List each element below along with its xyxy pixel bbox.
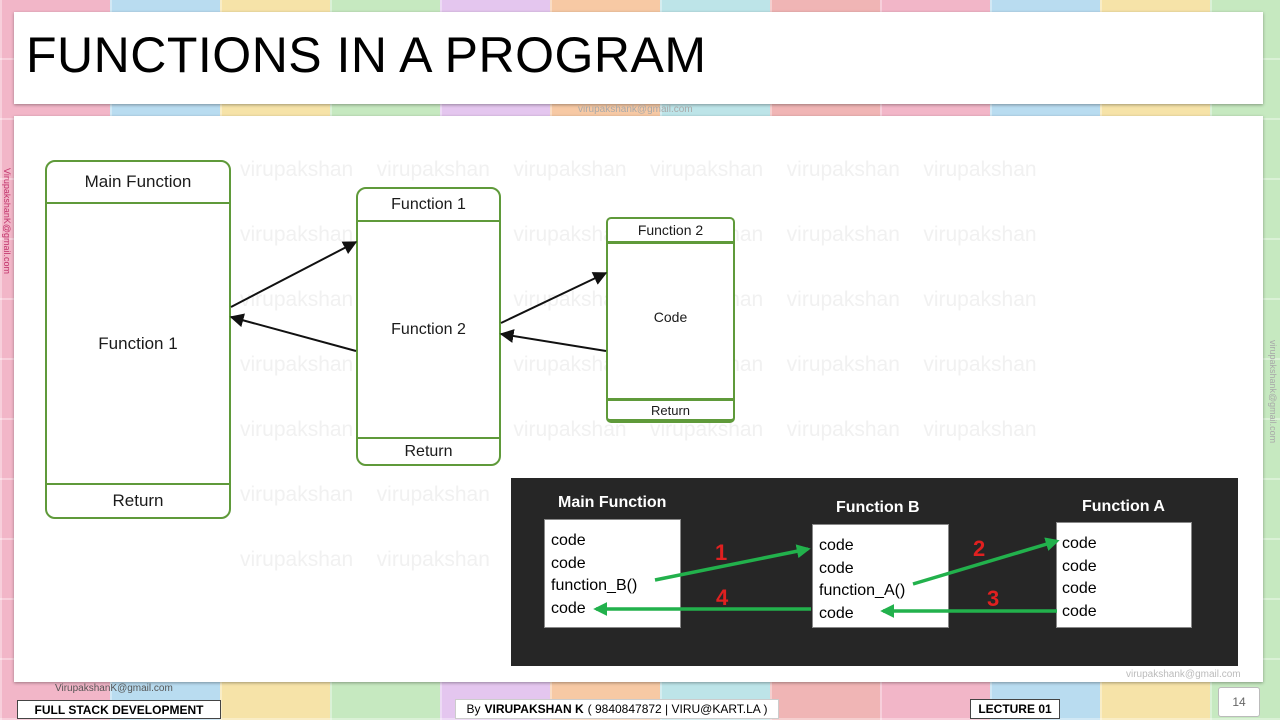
- function2-header: Function 2: [608, 219, 733, 244]
- code-line: code: [1062, 535, 1097, 552]
- step-3-label: 3: [987, 586, 1000, 611]
- call-main-title: Main Function: [558, 494, 667, 511]
- call-flow-panel: Main Function Function B Function A code…: [511, 478, 1238, 666]
- lecture-label: LECTURE 01: [970, 699, 1060, 719]
- side-watermark-left: VirupakshanK@gmail.com: [2, 168, 12, 275]
- course-label: FULL STACK DEVELOPMENT: [17, 700, 221, 719]
- main-function-header: Main Function: [47, 162, 229, 204]
- main-function-body: Function 1: [98, 333, 178, 353]
- step-2-arrow: [912, 537, 1060, 586]
- page-number: 14: [1218, 687, 1260, 717]
- code-line: code: [1062, 602, 1097, 620]
- function1-footer: Return: [358, 437, 499, 464]
- step-1-arrow: [654, 544, 811, 582]
- function1-header: Function 1: [358, 189, 499, 222]
- function1-body: Function 2: [391, 320, 466, 338]
- main-function-footer: Return: [47, 483, 229, 517]
- function2-body: Code: [653, 309, 688, 325]
- call-function-b-title: Function B: [836, 499, 920, 516]
- code-line: function_B(): [551, 577, 638, 594]
- code-line: code: [819, 604, 854, 622]
- function2-box: Function 2 Code Return: [606, 217, 735, 423]
- step-1-label: 1: [715, 540, 728, 565]
- call-flow-arrows: [593, 537, 1060, 618]
- code-line: code: [1062, 557, 1097, 575]
- side-watermark-right: virupakshank@gmail.com: [1268, 340, 1278, 444]
- call-function-a-title: Function A: [1082, 498, 1165, 515]
- footer-email: VirupakshanK@gmail.com: [55, 683, 173, 694]
- code-line: function_A(): [819, 582, 906, 599]
- code-line: code: [551, 554, 586, 572]
- title-watermark: virupakshank@gmail.com: [578, 104, 693, 115]
- call-function-a-box: code code code code: [1056, 522, 1192, 628]
- author-name: VIRUPAKSHAN K: [484, 702, 584, 716]
- footer-email-right: virupakshank@gmail.com: [1126, 669, 1241, 680]
- main-function-box: Main Function Function 1 Return: [45, 160, 231, 519]
- author-credit: By VIRUPAKSHAN K ( 9840847872 | VIRU@KAR…: [455, 699, 779, 719]
- function2-footer: Return: [608, 398, 733, 419]
- step-2-label: 2: [973, 536, 986, 561]
- code-line: code: [819, 537, 854, 554]
- step-4-label: 4: [716, 585, 729, 610]
- function1-box: Function 1 Function 2 Return: [356, 187, 501, 466]
- code-line: code: [819, 559, 854, 577]
- author-prefix: By: [466, 702, 481, 716]
- title-bar: FUNCTIONS IN A PROGRAM: [14, 12, 1263, 104]
- code-line: code: [551, 532, 586, 549]
- author-contact: ( 9840847872 | VIRU@KART.LA ): [587, 702, 768, 716]
- code-line: code: [1062, 580, 1097, 597]
- code-line: code: [551, 599, 586, 617]
- slide-title: FUNCTIONS IN A PROGRAM: [26, 27, 707, 83]
